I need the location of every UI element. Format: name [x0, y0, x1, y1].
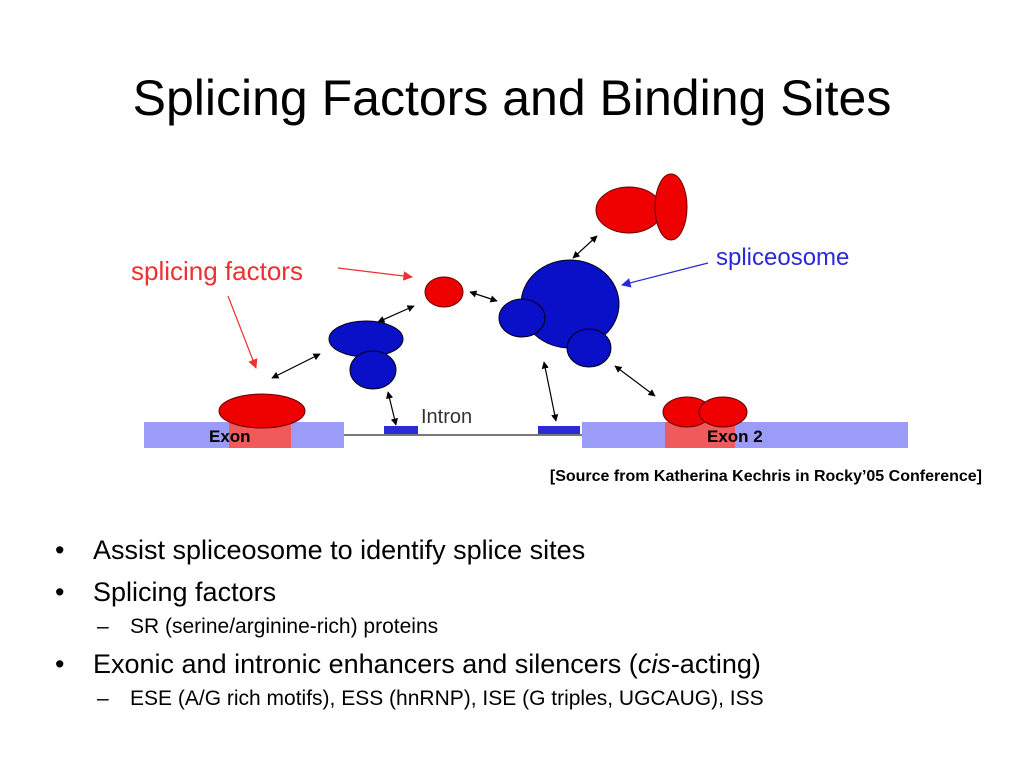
label-exon-2: Exon 2: [707, 427, 763, 446]
bullet-item: • Exonic and intronic enhancers and sile…: [55, 647, 1015, 681]
sr-protein-exon-2-b: [698, 396, 748, 428]
intron-site-1: [384, 426, 418, 434]
exon-2-block: [582, 422, 908, 448]
pointer-to-exon-factor: [227, 295, 258, 369]
label-splicing-factors: splicing factors: [131, 256, 303, 286]
label-exon-1: Exon: [209, 427, 251, 446]
spliceosome-red-subunit-left: [595, 186, 663, 234]
interaction-arrow: [386, 391, 398, 426]
spliceosome-main-right-lobe: [566, 328, 612, 368]
interaction-arrow: [469, 290, 498, 303]
spliceosome-left-small: [349, 350, 397, 390]
pointer-to-spliceosome: [621, 262, 709, 288]
interaction-arrow: [271, 353, 321, 379]
sub-bullet-marker: –: [97, 687, 109, 710]
bullet-item: • Assist spliceosome to identify splice …: [55, 533, 1015, 567]
interaction-arrow: [614, 365, 656, 397]
bullet-text-start: Exonic and intronic enhancers and silenc…: [93, 649, 638, 679]
bullet-text-italic: cis: [637, 649, 671, 679]
source-citation: [Source from Katherina Kechris in Rocky’…: [549, 468, 982, 485]
interaction-arrow: [377, 305, 415, 323]
interaction-arrow: [572, 235, 598, 259]
bullet-text: Splicing factors: [93, 577, 277, 607]
spliceosome-main-left-lobe: [498, 298, 546, 338]
bullet-text: Assist spliceosome to identify splice si…: [93, 535, 586, 565]
interaction-arrow: [541, 361, 559, 422]
bullet-list: • Assist spliceosome to identify splice …: [55, 533, 1015, 719]
bullet-marker: •: [55, 577, 65, 607]
intron-site-2: [538, 426, 580, 434]
label-intron: Intron: [421, 406, 472, 428]
label-spliceosome: spliceosome: [716, 244, 849, 271]
slide-title: Splicing Factors and Binding Sites: [132, 70, 892, 126]
bullet-item: • Splicing factors: [55, 575, 1015, 609]
sub-bullet-item: – SR (serine/arginine-rich) proteins: [55, 613, 1015, 641]
free-splicing-factor: [424, 276, 464, 308]
bullet-marker: •: [55, 535, 65, 565]
bullet-text-end: -acting): [670, 649, 761, 679]
splicing-diagram: splicing factors spliceosome Intron Exon…: [131, 173, 908, 448]
sub-bullet-text: ESE (A/G rich motifs), ESS (hnRNP), ISE …: [130, 687, 764, 710]
bullet-marker: •: [55, 649, 65, 679]
sub-bullet-text: SR (serine/arginine-rich) proteins: [130, 615, 439, 638]
pointer-to-free-factor: [337, 267, 413, 281]
spliceosome-red-subunit-right: [654, 173, 688, 241]
sub-bullet-item: – ESE (A/G rich motifs), ESS (hnRNP), IS…: [55, 685, 1015, 713]
sr-protein-exon-1: [218, 393, 306, 429]
sub-bullet-marker: –: [97, 615, 109, 638]
